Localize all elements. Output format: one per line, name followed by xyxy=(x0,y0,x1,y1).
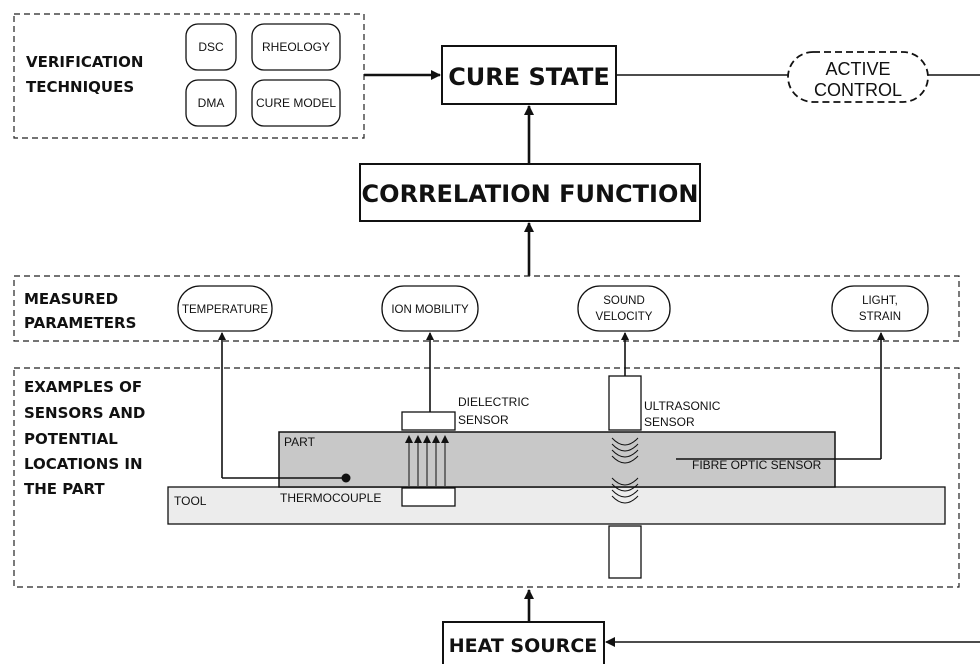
correlation-function-label: CORRELATION FUNCTION xyxy=(362,180,699,208)
technique-dsc-box xyxy=(185,23,237,71)
sensors-group xyxy=(13,367,960,588)
param-sound-velocity-line2: VELOCITY xyxy=(596,311,653,323)
cure-state-label: CURE STATE xyxy=(448,63,610,91)
ultrasonic-transducer-bottom xyxy=(608,525,642,579)
thermocouple-label: THERMOCOUPLE xyxy=(280,491,381,505)
measured-heading-line2: PARAMETERS xyxy=(24,314,136,332)
active-control-line1: ACTIVE xyxy=(825,59,890,79)
param-sound-velocity-line1: SOUND xyxy=(603,295,645,307)
part-label: PART xyxy=(284,435,316,449)
sensors-heading-line2: SENSORS AND xyxy=(24,404,145,422)
technique-dsc: DSC xyxy=(198,40,224,54)
dielectric-label-line1: DIELECTRIC xyxy=(458,395,530,409)
param-light-strain-line1: LIGHT, xyxy=(862,295,898,307)
sensors-heading-line4: LOCATIONS IN xyxy=(24,455,143,473)
measured-heading-line1: MEASURED xyxy=(24,290,118,308)
param-temperature: TEMPERATURE xyxy=(182,304,268,316)
dielectric-field-arrows xyxy=(405,435,449,486)
technique-rheology: RHEOLOGY xyxy=(262,40,330,54)
ultrasonic-waves-upper xyxy=(611,437,639,464)
param-light-strain-box xyxy=(831,285,929,332)
thermocouple-junction xyxy=(341,473,351,483)
param-temperature-box xyxy=(177,285,273,332)
sensors-heading-line3: POTENTIAL xyxy=(24,430,118,448)
technique-cure-model: CURE MODEL xyxy=(256,96,336,110)
dielectric-sensor-bottom xyxy=(401,487,456,507)
fibre-optic-label: FIBRE OPTIC SENSOR xyxy=(692,458,822,472)
correlation-function-box xyxy=(359,163,701,222)
ultrasonic-waves-lower xyxy=(611,477,639,504)
tool-label: TOOL xyxy=(174,494,207,508)
heat-source-box xyxy=(442,621,605,664)
heat-source-label: HEAT SOURCE xyxy=(449,635,598,657)
active-control-line2: CONTROL xyxy=(814,80,902,100)
active-control-box xyxy=(787,51,929,103)
ultrasonic-label-line2: SENSOR xyxy=(644,415,695,429)
technique-rheology-box xyxy=(251,23,341,71)
param-light-strain-line2: STRAIN xyxy=(859,311,901,323)
sensors-heading-line5: THE PART xyxy=(24,480,105,498)
technique-cure-model-box xyxy=(251,79,341,127)
param-ion-mobility-box xyxy=(381,285,479,332)
verification-heading-line2: TECHNIQUES xyxy=(26,78,134,96)
dielectric-label-line2: SENSOR xyxy=(458,413,509,427)
param-ion-mobility: ION MOBILITY xyxy=(391,304,469,316)
technique-dma: DMA xyxy=(198,96,225,110)
sensors-heading-line1: EXAMPLES OF xyxy=(24,378,142,396)
technique-dma-box xyxy=(185,79,237,127)
param-sound-velocity-box xyxy=(577,285,671,332)
ultrasonic-transducer-top xyxy=(608,375,642,431)
ultrasonic-label-line1: ULTRASONIC xyxy=(644,399,721,413)
dielectric-sensor-top xyxy=(401,411,456,431)
verification-heading-line1: VERIFICATION xyxy=(26,53,143,71)
measured-parameters-group xyxy=(13,275,960,342)
